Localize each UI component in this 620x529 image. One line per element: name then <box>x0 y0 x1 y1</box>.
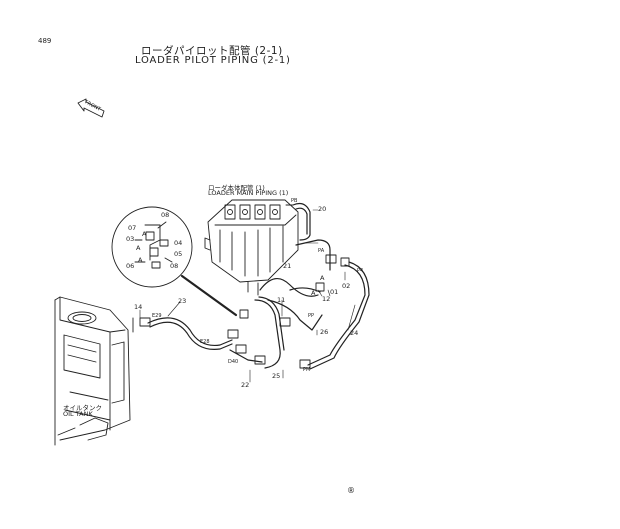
detail-a-2: A <box>136 244 141 252</box>
hose-tag-pb: PB <box>291 198 298 204</box>
part-08-bottom: 08 <box>170 262 179 270</box>
fittings <box>132 204 350 369</box>
part-23: 23 <box>178 297 187 305</box>
part-04: 04 <box>174 239 183 247</box>
page-number: 489 <box>38 37 52 45</box>
part-08-top: 08 <box>161 211 170 219</box>
part-25: 25 <box>272 372 281 380</box>
detail-a-1: A <box>142 230 147 238</box>
oil-tank-label-jp: オイルタンク <box>63 404 102 412</box>
hose-tag-e29: E29 <box>152 313 162 319</box>
part-11: 11 <box>277 296 286 304</box>
part-06: 06 <box>126 262 135 270</box>
main-piping-label-jp: ローダ本体配管 (1) <box>208 184 265 192</box>
hose-lines <box>147 202 370 370</box>
front-arrow-icon <box>77 98 105 118</box>
part-07: 07 <box>128 224 137 232</box>
hose-tag-pa: PA <box>318 248 325 254</box>
part-12: 12 <box>322 295 331 303</box>
oil-tank-drawing <box>54 296 131 446</box>
hose-tag-d40: D40 <box>228 359 239 365</box>
callout-a-1: A <box>320 274 325 282</box>
part-03: 03 <box>126 235 135 243</box>
oil-tank-label-en: OIL TANK <box>63 410 93 418</box>
part-24: 24 <box>350 329 359 337</box>
hose-tag-e28: E28 <box>200 339 210 345</box>
main-piping-label-en: LOADER MAIN PIPING (1) <box>208 189 289 197</box>
part-05: 05 <box>174 250 183 258</box>
part-02: 02 <box>342 282 351 290</box>
part-01: 01 <box>330 288 339 296</box>
leader-lines <box>139 209 356 383</box>
page-title-japanese: ローダパイロット配管 (2-1) <box>141 45 283 57</box>
part-22: 22 <box>241 381 250 389</box>
hose-tag-pm: PM <box>303 367 311 373</box>
hose-tag-p4: P4 <box>357 268 364 274</box>
registered-mark: ® <box>347 486 355 495</box>
page-title-english: LOADER PILOT PIPING (2-1) <box>135 55 291 66</box>
control-valve-drawing <box>204 199 299 296</box>
part-26: 26 <box>320 328 329 336</box>
hose-tag-pp: PP <box>308 313 315 319</box>
part-20: 20 <box>318 205 327 213</box>
part-14: 14 <box>134 303 143 311</box>
detail-a-3: A <box>138 256 143 264</box>
part-21: 21 <box>283 262 292 270</box>
detail-view-circle <box>111 206 238 317</box>
callout-a-2: A <box>311 289 316 297</box>
